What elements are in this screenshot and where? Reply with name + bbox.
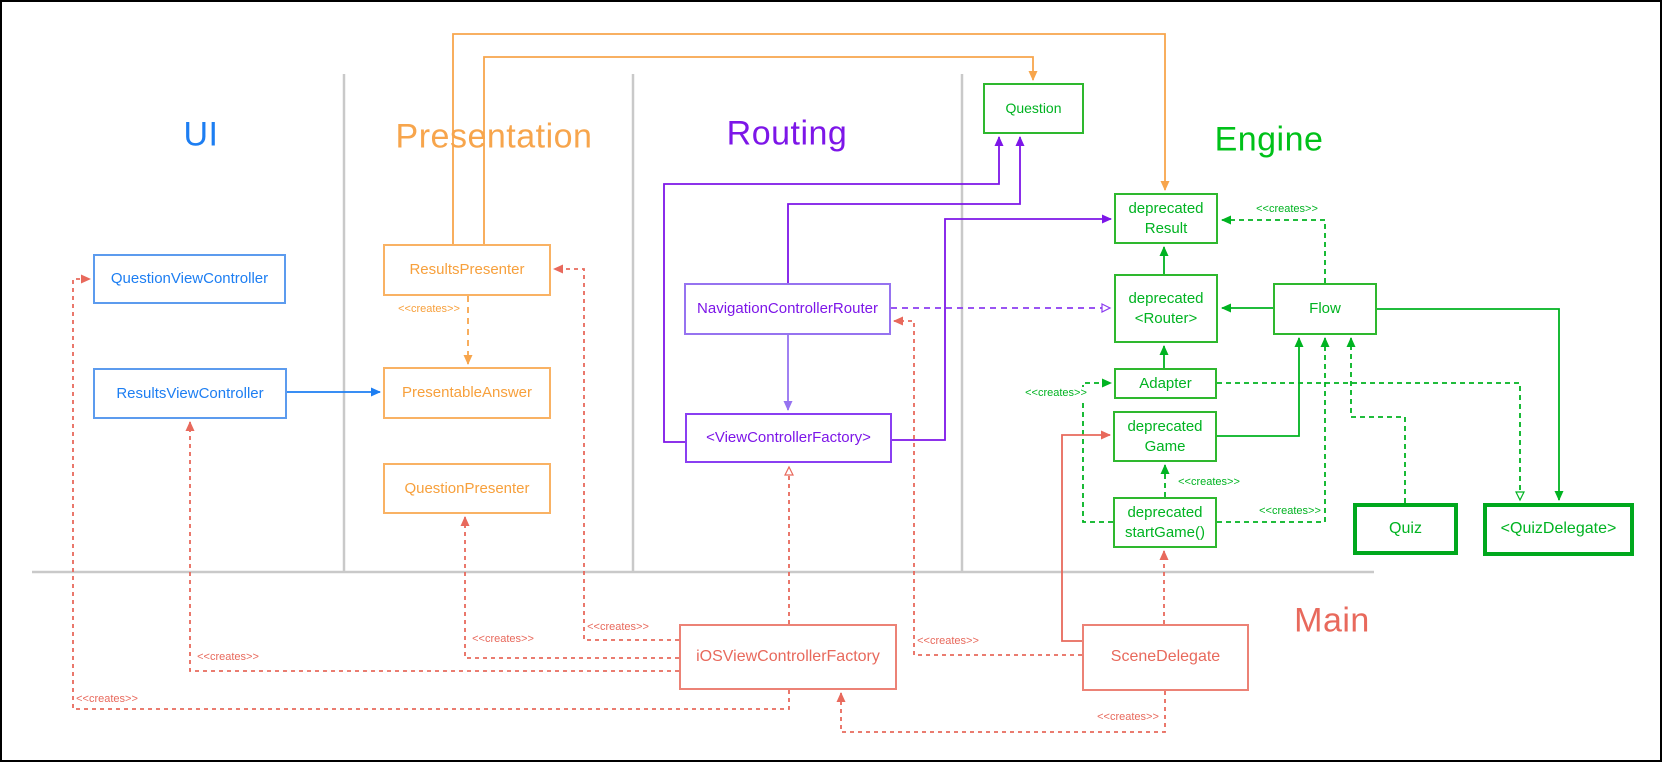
node-deprecated-start-game[interactable]: deprecated startGame() [1113,497,1217,548]
edge-results-presenter-to-deprecated-result [452,33,1170,244]
section-title-engine: Engine [1214,120,1324,159]
node-question-presenter[interactable]: QuestionPresenter [383,463,551,514]
section-title-routing: Routing [726,114,848,153]
edge-vcf-to-question [663,136,1004,443]
node-scene-delegate[interactable]: SceneDelegate [1082,624,1249,691]
node-view-controller-factory[interactable]: <ViewControllerFactory> [685,413,892,463]
section-title-ui: UI [183,115,219,154]
edge-flow-to-quiz-delegate [1377,308,1564,501]
edge-quiz-to-flow [1346,337,1406,503]
node-deprecated-router[interactable]: deprecated <Router> [1114,274,1218,343]
edge-scene-delegate-creates-ios-vcf [836,691,1166,733]
edge-ios-vcf-creates-results-presenter [553,264,679,641]
edge-label-creates: <<creates>> [396,303,462,315]
edge-label-creates: <<creates>> [1095,711,1161,723]
node-deprecated-result[interactable]: deprecated Result [1114,193,1218,244]
edge-results-presenter-to-question [483,56,1038,244]
node-presentable-answer[interactable]: PresentableAnswer [383,367,551,419]
edge-startgame-creates-flow [1217,337,1330,523]
node-results-presenter[interactable]: ResultsPresenter [383,244,551,296]
section-title-main: Main [1294,601,1370,640]
edge-flow-creates-deprecated-result [1221,215,1326,283]
node-navigation-controller-router[interactable]: NavigationControllerRouter [684,283,891,335]
node-deprecated-game[interactable]: deprecated Game [1113,411,1217,462]
edge-label-creates: <<creates>> [585,621,651,633]
node-question-view-controller[interactable]: QuestionViewController [93,254,286,304]
node-results-view-controller[interactable]: ResultsViewController [93,368,287,419]
node-flow[interactable]: Flow [1273,283,1377,335]
edge-ios-vcf-creates-results-vc [185,421,679,672]
edge-label-creates: <<creates>> [915,635,981,647]
edge-label-creates: <<creates>> [74,693,140,705]
section-title-presentation: Presentation [395,117,593,156]
edge-label-creates: <<creates>> [1176,476,1242,488]
node-adapter[interactable]: Adapter [1114,368,1217,399]
edge-scene-delegate-creates-nav-router [893,316,1082,656]
edge-adapter-implements-quiz-delegate [1217,382,1525,502]
edge-label-creates: <<creates>> [1257,505,1323,517]
edge-game-to-flow [1217,337,1304,437]
edge-label-creates: <<creates>> [470,633,536,645]
edge-ios-vcf-creates-question-vc [72,274,790,710]
edge-startgame-creates-adapter [1082,378,1113,523]
edge-scene-delegate-to-game [1061,430,1111,642]
edge-label-creates: <<creates>> [195,651,261,663]
node-quiz[interactable]: Quiz [1353,503,1458,555]
edge-ios-vcf-creates-question-presenter [460,516,679,659]
node-quiz-delegate[interactable]: <QuizDelegate> [1483,503,1634,556]
edge-label-creates: <<creates>> [1023,387,1089,399]
node-question[interactable]: Question [983,83,1084,134]
node-ios-view-controller-factory[interactable]: iOSViewControllerFactory [679,624,897,690]
edge-nav-router-to-question [787,136,1025,283]
edge-vcf-to-deprecated-result [892,214,1112,441]
edge-label-creates: <<creates>> [1254,203,1320,215]
